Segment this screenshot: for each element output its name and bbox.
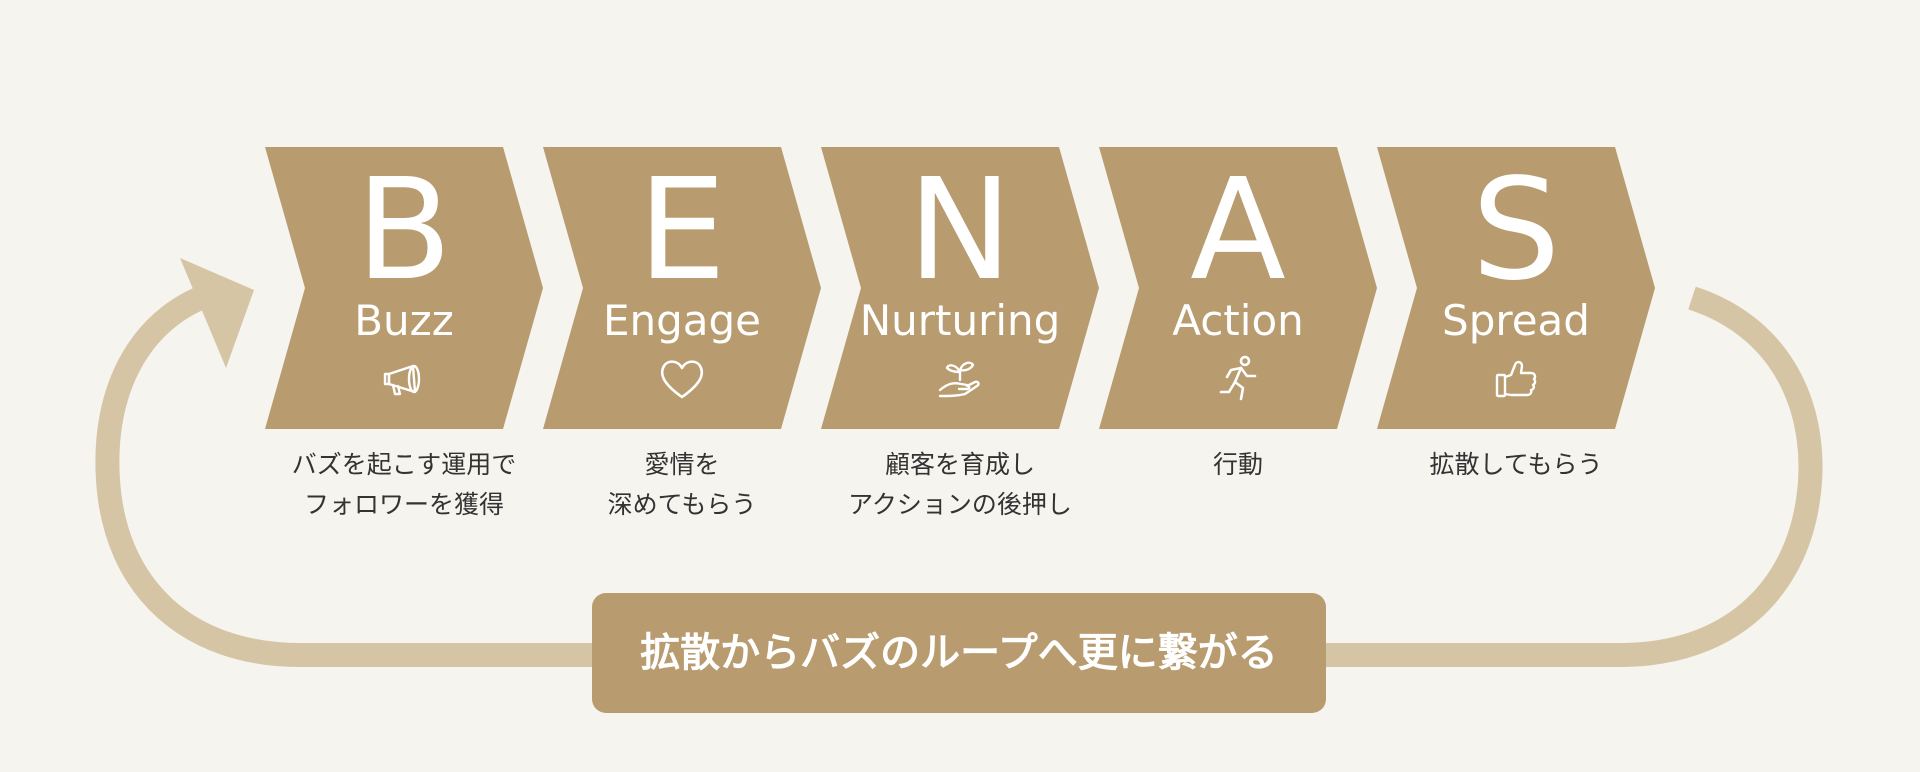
running-person-icon (1219, 355, 1257, 401)
step-description: バズを起こす運用で フォロワーを獲得 (291, 450, 517, 519)
step-e: E Engage 愛情を 深めてもらう (543, 147, 821, 519)
step-letter: N (907, 149, 1013, 312)
step-letter: E (637, 149, 727, 312)
step-word: Action (1172, 296, 1304, 345)
heart-icon (660, 360, 704, 399)
chevron-shape (543, 147, 821, 429)
step-description: 顧客を育成し アクションの後押し (848, 450, 1072, 519)
step-word: Nurturing (859, 296, 1061, 345)
sprout-in-hand-icon (938, 361, 980, 398)
chevron-shape (265, 147, 543, 429)
step-description: 拡散してもらう (1429, 450, 1603, 479)
chevron-shape (821, 147, 1099, 429)
thumbs-up-icon (1495, 360, 1537, 398)
step-letter: B (355, 149, 453, 312)
step-word: Spread (1442, 296, 1590, 345)
chevron-shape (1377, 147, 1655, 429)
megaphone-icon (383, 364, 421, 396)
loop-arrowhead (180, 258, 254, 368)
step-b: B Buzz バズを起こす運用で フォロワーを獲得 (265, 147, 543, 519)
step-letter: S (1471, 149, 1561, 312)
step-a: A Action 行動 (1099, 147, 1377, 479)
step-word: Buzz (354, 296, 454, 345)
step-word: Engage (602, 296, 762, 345)
loop-banner: 拡散からバズのループへ更に繋がる (592, 593, 1326, 713)
step-n: N Nurturing 顧客を育成し アクションの後押し (821, 147, 1099, 519)
chevron-shape (1099, 147, 1377, 429)
step-description: 愛情を 深めてもらう (607, 450, 757, 519)
step-s: S Spread 拡散してもらう (1377, 147, 1655, 479)
step-letter: A (1190, 149, 1286, 312)
steps-row: B Buzz バズを起こす運用で フォロワーを獲得 E Engage 愛情 (265, 147, 1655, 519)
step-description: 行動 (1212, 450, 1263, 479)
